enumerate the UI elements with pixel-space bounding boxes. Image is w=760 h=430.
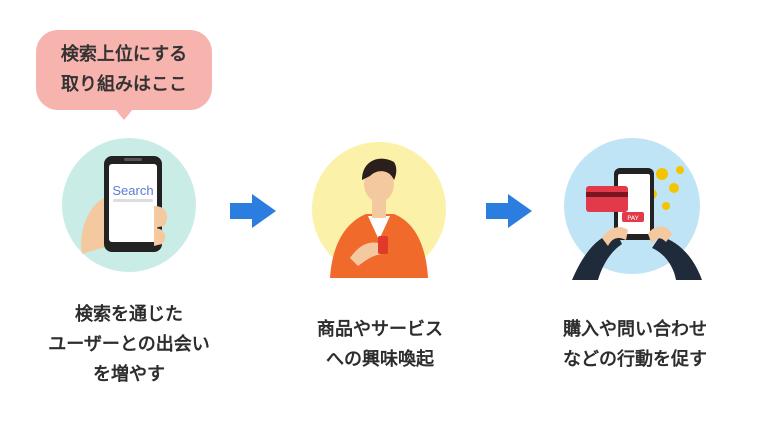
step-1-caption-line-3: を増やす [93, 364, 165, 385]
step-2-caption: 商品やサービス への興味喚起 [280, 315, 480, 375]
payment-phone-icon: PAY [564, 138, 702, 280]
step-3-caption-line-1: 購入や問い合わせ [563, 319, 707, 340]
step-2-caption-line-2: への興味喚起 [326, 349, 434, 370]
step-1-caption-line-2: ユーザーとの出会い [48, 334, 210, 355]
callout-tail [114, 108, 134, 120]
callout-line-1: 検索上位にする [60, 44, 188, 65]
step-2-caption-line-1: 商品やサービス [317, 319, 443, 340]
search-phone-icon: Search [62, 138, 196, 272]
step-3-caption-line-2: などの行動を促す [563, 349, 707, 370]
step-1-caption-line-1: 検索を通じた [75, 304, 183, 325]
pay-label: PAY [627, 214, 638, 222]
callout-bubble [36, 30, 212, 110]
search-label: Search [112, 183, 153, 198]
step-1-caption: 検索を通じた ユーザーとの出会い を増やす [20, 300, 238, 390]
person-phone-icon [312, 142, 446, 278]
arrow-right-icon-2 [486, 194, 532, 228]
callout-line-2: 取り組みはここ [61, 74, 187, 95]
step-3-caption: 購入や問い合わせ などの行動を促す [530, 315, 740, 375]
callout-text: 検索上位にする 取り組みはここ [36, 30, 212, 110]
arrow-right-icon-1 [230, 194, 276, 228]
